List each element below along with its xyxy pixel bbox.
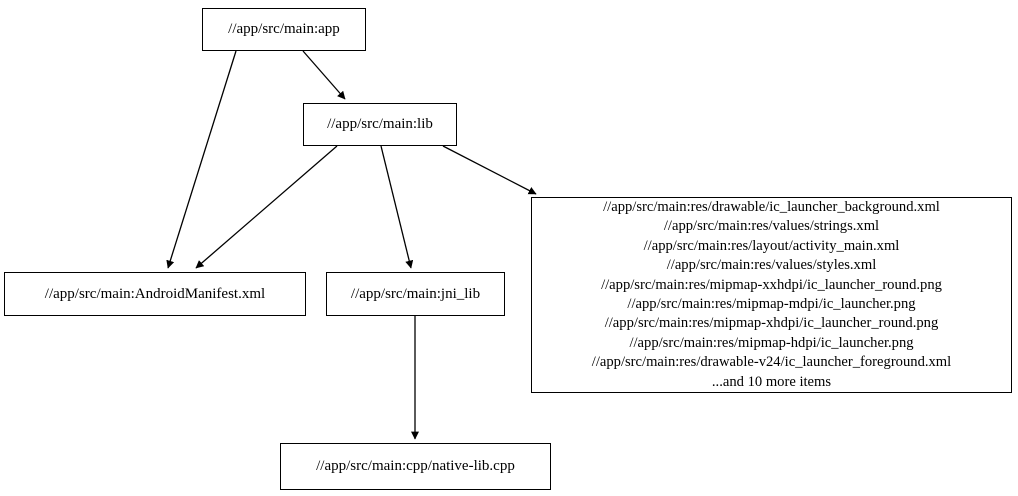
graph-node-jni-lib-label: //app/src/main:jni_lib <box>350 285 481 302</box>
graph-node-native-lib-cpp[interactable]: //app/src/main:cpp/native-lib.cpp <box>280 443 551 490</box>
graph-node-app-label: //app/src/main:app <box>228 21 340 37</box>
edge-lib-to-manifest <box>195 145 338 269</box>
edge-lib-to-res-group <box>442 145 537 195</box>
edge-lib-to-jni-lib <box>380 145 414 269</box>
graph-node-native-lib-cpp-label: //app/src/main:cpp/native-lib.cpp <box>316 458 515 474</box>
graph-node-res-group[interactable]: //app/src/main:res/drawable/ic_launcher_… <box>531 197 1012 393</box>
graph-node-android-manifest[interactable]: //app/src/main:AndroidManifest.xml <box>4 272 306 316</box>
graph-node-res-group-label: //app/src/main:res/drawable/ic_launcher_… <box>591 198 952 390</box>
edge-app-to-lib <box>302 50 346 100</box>
graph-node-app[interactable]: //app/src/main:app <box>202 8 366 51</box>
graph-node-android-manifest-label: //app/src/main:AndroidManifest.xml <box>44 285 266 302</box>
edge-app-to-manifest <box>166 50 237 269</box>
graph-node-lib-label: //app/src/main:lib <box>327 116 433 132</box>
graph-node-lib[interactable]: //app/src/main:lib <box>303 103 457 146</box>
graph-node-jni-lib[interactable]: //app/src/main:jni_lib <box>326 272 505 316</box>
